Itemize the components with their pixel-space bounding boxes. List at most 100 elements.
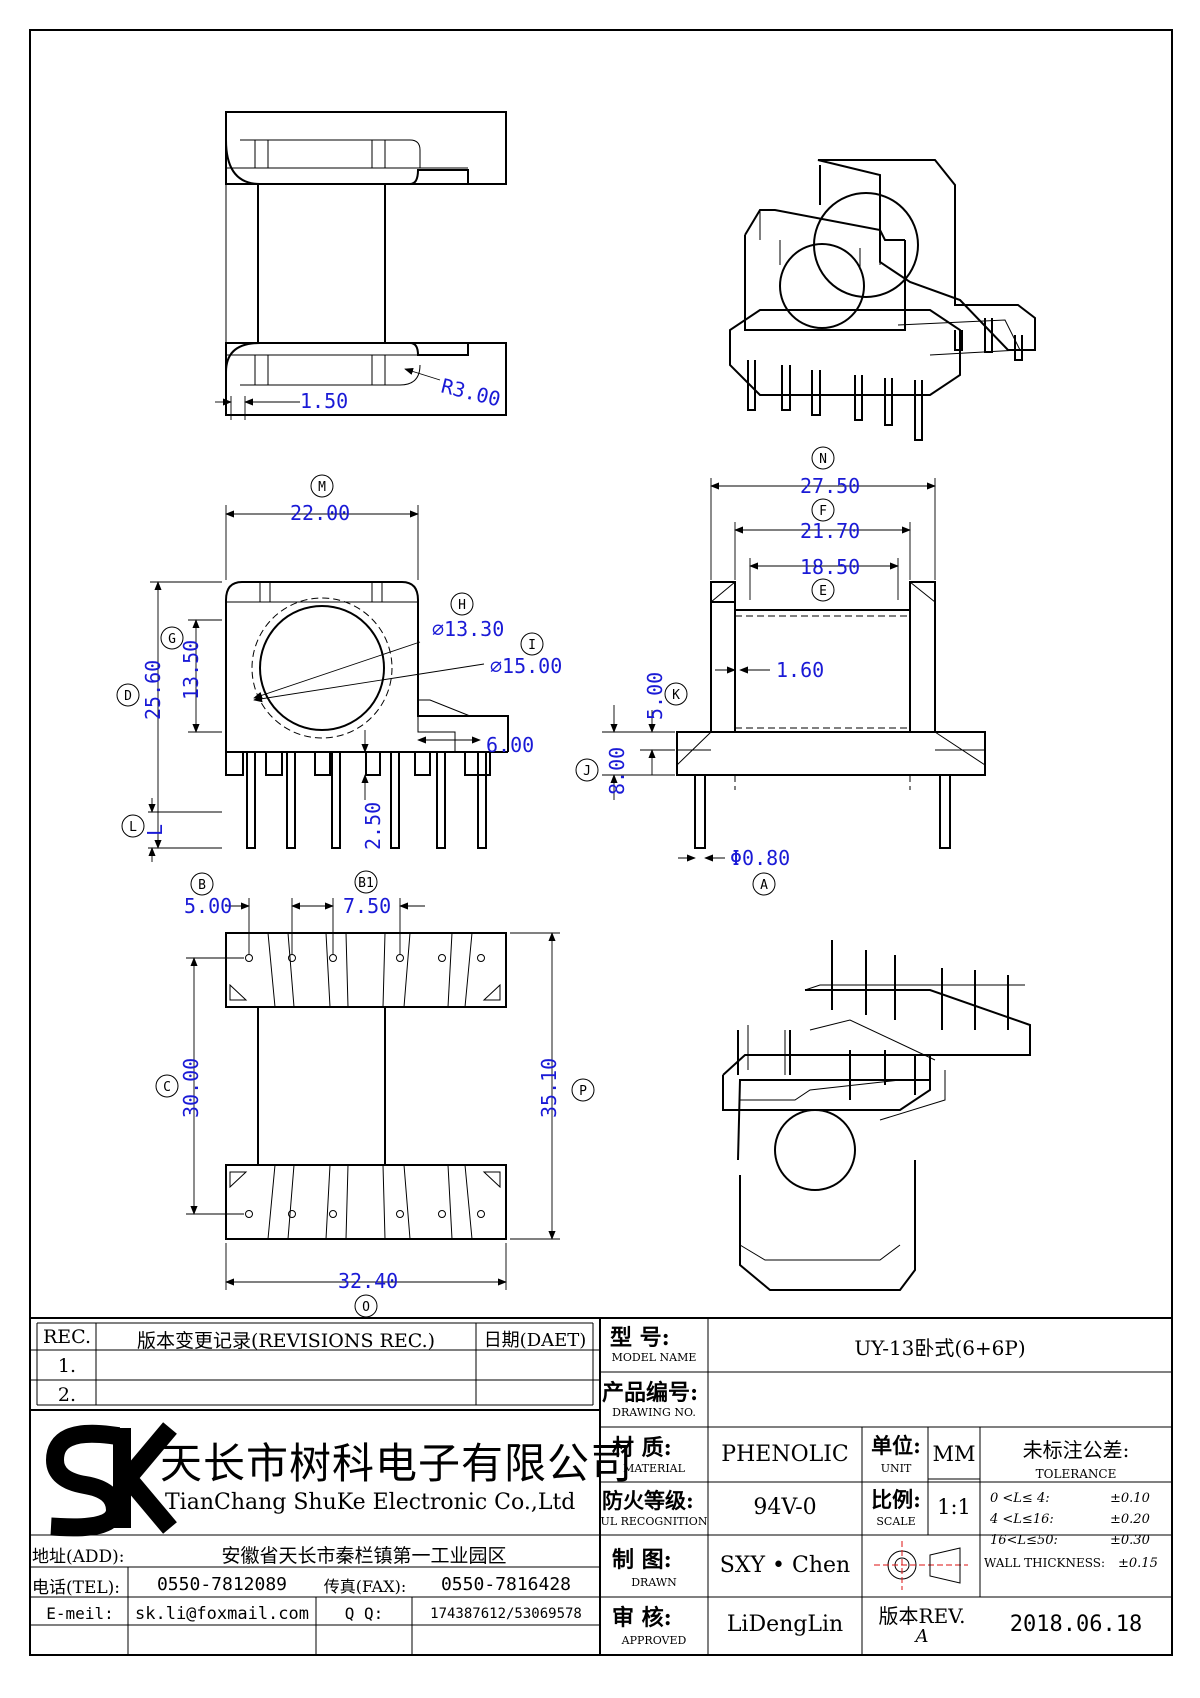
isometric-view-top [729,159,1036,441]
dim-side-flange: 21.70 [800,519,860,543]
material-value: PHENOLIC [721,1442,849,1467]
callout-e: E [819,584,827,599]
address-label: 地址(ADD): [32,1547,125,1567]
dim-front-width: 22.00 [290,501,350,525]
tolerance-subtitle: TOLERANCE [1035,1467,1117,1481]
email-label: E-meil: [46,1604,114,1623]
callout-k: K [672,688,680,703]
dim-front-tab: 6.00 [486,733,534,757]
bore-circle [259,605,385,731]
material-label: 材 质: [612,1435,672,1461]
callout-i: I [528,638,536,653]
drawn-label-en: DRAWN [631,1576,677,1589]
unit-label-en: UNIT [880,1462,912,1475]
approved-label-en: APPROVED [621,1634,687,1647]
unit-label: 单位: [871,1433,921,1458]
bottom-view: 5.00 B 7.50 B1 30.00 C 35.10 P 32.40 O [155,870,595,1318]
callout-f: F [819,504,827,519]
rev-header: REC. [42,1326,92,1348]
tolerance-range-2: 4 <L≤16: [990,1512,1054,1527]
ul-label-en: UL RECOGNITION [600,1515,708,1528]
callout-p: P [579,1084,587,1099]
dim-bottom-width: 32.40 [338,1269,398,1293]
dim-bottom-pitch-b1: 7.50 [343,894,391,918]
dim-top-width: 1.50 [300,389,348,413]
tolerance-value-3: ±0.30 [1110,1533,1150,1548]
scale-label: 比例: [871,1487,921,1512]
approved-label: 审 核: [612,1605,672,1631]
callout-j: J [583,764,591,779]
dim-bottom-pitch-b: 5.00 [184,894,232,918]
top-view: 1.50 R3.00 [215,111,507,420]
dim-side-inner: 18.50 [800,555,860,579]
tolerance-title: 未标注公差: [1022,1438,1130,1462]
title-block-grid [29,1317,1173,1656]
dim-side-base: 8.00 [605,747,629,795]
dim-bottom-length: 35.10 [537,1058,561,1118]
tolerance-value-2: ±0.20 [1110,1512,1150,1527]
dim-front-height: 25.60 [141,660,165,720]
wall-thickness-value: ±0.15 [1118,1556,1158,1571]
callout-l: L [129,820,137,835]
dim-side-wall: 1.60 [776,658,824,682]
dim-front-inner-dia: ⌀13.30 [432,617,504,641]
callout-g: G [168,632,176,647]
side-view: 27.50 N 21.70 F 18.50 E 1.60 5.00 K 8.00… [575,446,986,896]
scale-value: 1:1 [937,1495,971,1519]
model-label-en: MODEL NAME [611,1351,697,1364]
tolerance-value-1: ±0.10 [1110,1491,1150,1506]
isometric-view-bottom [722,940,1031,1291]
company-name-cn: 天长市树科电子有限公司 [160,1439,634,1488]
fax-value: 0550-7816428 [440,1574,572,1595]
model-label: 型 号: [610,1325,670,1351]
unit-value: MM [932,1442,976,1466]
ul-value: 94V-0 [753,1495,817,1520]
tel-value: 0550-7812089 [156,1574,288,1595]
projection-symbol [874,1541,968,1590]
company-name-en: TianChang ShuKe Electronic Co.,Ltd [165,1490,576,1515]
ul-label: 防火等级: [602,1488,694,1513]
dim-front-l: L [143,824,167,836]
qq-label: Q Q: [344,1604,384,1623]
rev-date-header: 日期(DAET) [483,1330,587,1351]
scale-label-en: SCALE [876,1515,916,1528]
callout-b: B [198,878,206,893]
rev-row-1: 1. [57,1355,77,1377]
model-value: UY-13卧式(6+6P) [854,1336,1026,1360]
email-value: sk.li@foxmail.com [135,1604,309,1624]
dim-top-radius: R3.00 [439,374,503,412]
company-logo [45,1422,177,1537]
rev-title: 版本变更记录(REVISIONS REC.) [136,1330,436,1352]
front-view: 22.00 M 25.60 D 13.50 G ⌀13.30 H ⌀15.00 … [116,474,562,862]
dim-side-overall: 27.50 [800,474,860,498]
tel-label: 电话(TEL): [32,1578,121,1598]
callout-d: D [124,689,132,704]
callout-b1: B1 [358,876,374,891]
rev-value: A [915,1626,929,1647]
dim-side-pin-dia: Φ0.80 [730,846,790,870]
callout-m: M [318,480,326,495]
dim-side-step: 5.00 [643,672,667,720]
callout-n: N [819,452,827,467]
drawing-no-label: 产品编号: [602,1380,699,1406]
approved-value: LiDengLin [726,1612,844,1637]
callout-h: H [458,598,466,613]
material-label-en: MATERIAL [623,1462,685,1475]
callout-a: A [760,878,768,893]
rev-label: 版本REV. [878,1604,966,1628]
wall-thickness-label: WALL THICKNESS: [984,1556,1106,1570]
dim-front-pin: 2.50 [361,802,385,850]
drawing-no-label-en: DRAWING NO. [612,1406,696,1419]
dim-bottom-row-gap: 30.00 [179,1058,203,1118]
fax-label: 传真(FAX): [323,1577,407,1596]
drawn-value: SXY • Chen [719,1553,851,1578]
dim-front-window: 13.50 [179,640,203,700]
tolerance-range-3: 16<L≤50: [990,1533,1058,1548]
qq-value: 174387612/53069578 [430,1606,582,1622]
drawn-label: 制 图: [612,1547,672,1573]
callout-c: C [163,1080,171,1095]
tolerance-range-1: 0 <L≤ 4: [990,1491,1050,1506]
callout-o: O [362,1300,370,1315]
date-value: 2018.06.18 [1009,1612,1143,1637]
